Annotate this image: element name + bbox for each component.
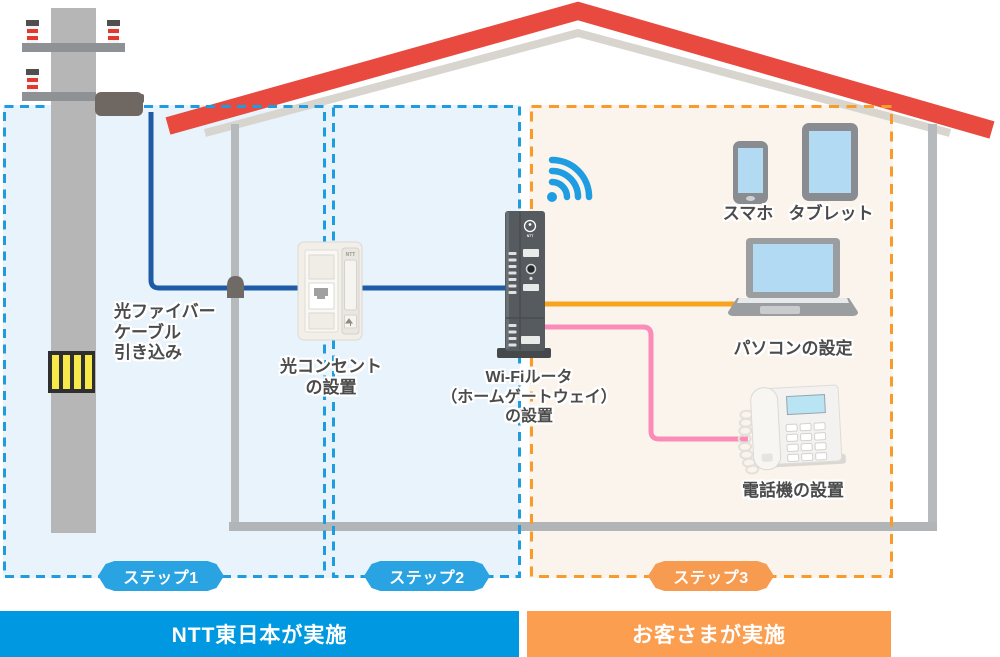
insulator-icon	[26, 20, 39, 43]
house-floor	[229, 522, 937, 531]
rj45-jack-icon	[314, 288, 328, 299]
step2-badge: ステップ2	[364, 561, 490, 591]
laptop-touchpad	[760, 306, 800, 314]
house-right-wall	[928, 124, 937, 531]
pc-setup-label: パソコンの設定	[733, 339, 853, 358]
ntt-scope-bar: NTT東日本が実施	[0, 611, 519, 657]
customer-scope-bar: お客さまが実施	[527, 611, 891, 657]
utility-pole-icon	[22, 8, 144, 533]
outlet-brand-label: NTT	[346, 252, 356, 258]
pole-crossbar-lower	[22, 92, 96, 101]
router-label-3	[521, 336, 540, 344]
router-led-dot	[529, 276, 533, 281]
smartphone-icon	[733, 141, 768, 204]
phone-lcd	[785, 394, 826, 416]
tablet-icon	[802, 123, 858, 201]
step1-badge: ステップ1	[98, 561, 224, 591]
tablet-label: タブレット	[788, 204, 874, 223]
ntt-logo-icon: NTT	[523, 219, 537, 238]
router-button	[525, 263, 537, 275]
optical-unit-slider	[344, 259, 357, 311]
laptop-icon	[728, 238, 858, 316]
phone-keypad	[785, 422, 828, 463]
fiber-symbol-icon	[345, 318, 353, 326]
wifi-signal-icon	[547, 156, 593, 202]
router-label-2	[523, 284, 539, 291]
wifi-router-label: Wi-Fiルータ （ホームゲートウェイ） の設置	[441, 369, 617, 426]
step3-badge: ステップ3	[648, 561, 774, 591]
fiber-cable-blue	[148, 112, 506, 291]
pole-trunk	[51, 8, 96, 533]
roof-icon	[165, 1, 995, 139]
phone-cable-pink	[544, 324, 748, 442]
router-vent-leds	[508, 252, 517, 347]
fiber-pull-in-label: 光ファイバー ケーブル 引き込み	[114, 302, 216, 363]
optical-outlet-label: 光コンセント の設置	[280, 357, 382, 397]
optical-outlet-icon: NTT	[297, 241, 363, 341]
outlet-blank-bottom	[308, 312, 335, 330]
smartphone-label: スマホ	[722, 204, 774, 223]
pole-crossbar-top	[22, 43, 125, 52]
roof-underside	[203, 28, 952, 137]
handset-mouthpiece	[761, 453, 773, 462]
router-body	[505, 211, 545, 351]
cable-closure-icon	[95, 92, 144, 116]
insulator-icon	[26, 69, 39, 92]
outlet-blank-top	[308, 254, 335, 280]
pole-stripe-guard	[48, 351, 95, 393]
home-button	[746, 196, 755, 201]
phone-setup-label: 電話機の設置	[742, 481, 844, 500]
laptop-hinge	[737, 298, 849, 303]
wall-grommet-icon	[227, 276, 244, 298]
telephone-icon	[737, 384, 846, 475]
insulator-icon	[107, 20, 120, 43]
house-left-wall	[231, 124, 239, 531]
router-label-1	[523, 249, 539, 257]
phone-handset	[750, 387, 782, 471]
router-brand-label: NTT	[527, 234, 535, 238]
laptop-display	[753, 244, 833, 292]
router-edge-highlight	[506, 212, 509, 349]
wifi-router-icon: NTT	[497, 211, 551, 358]
